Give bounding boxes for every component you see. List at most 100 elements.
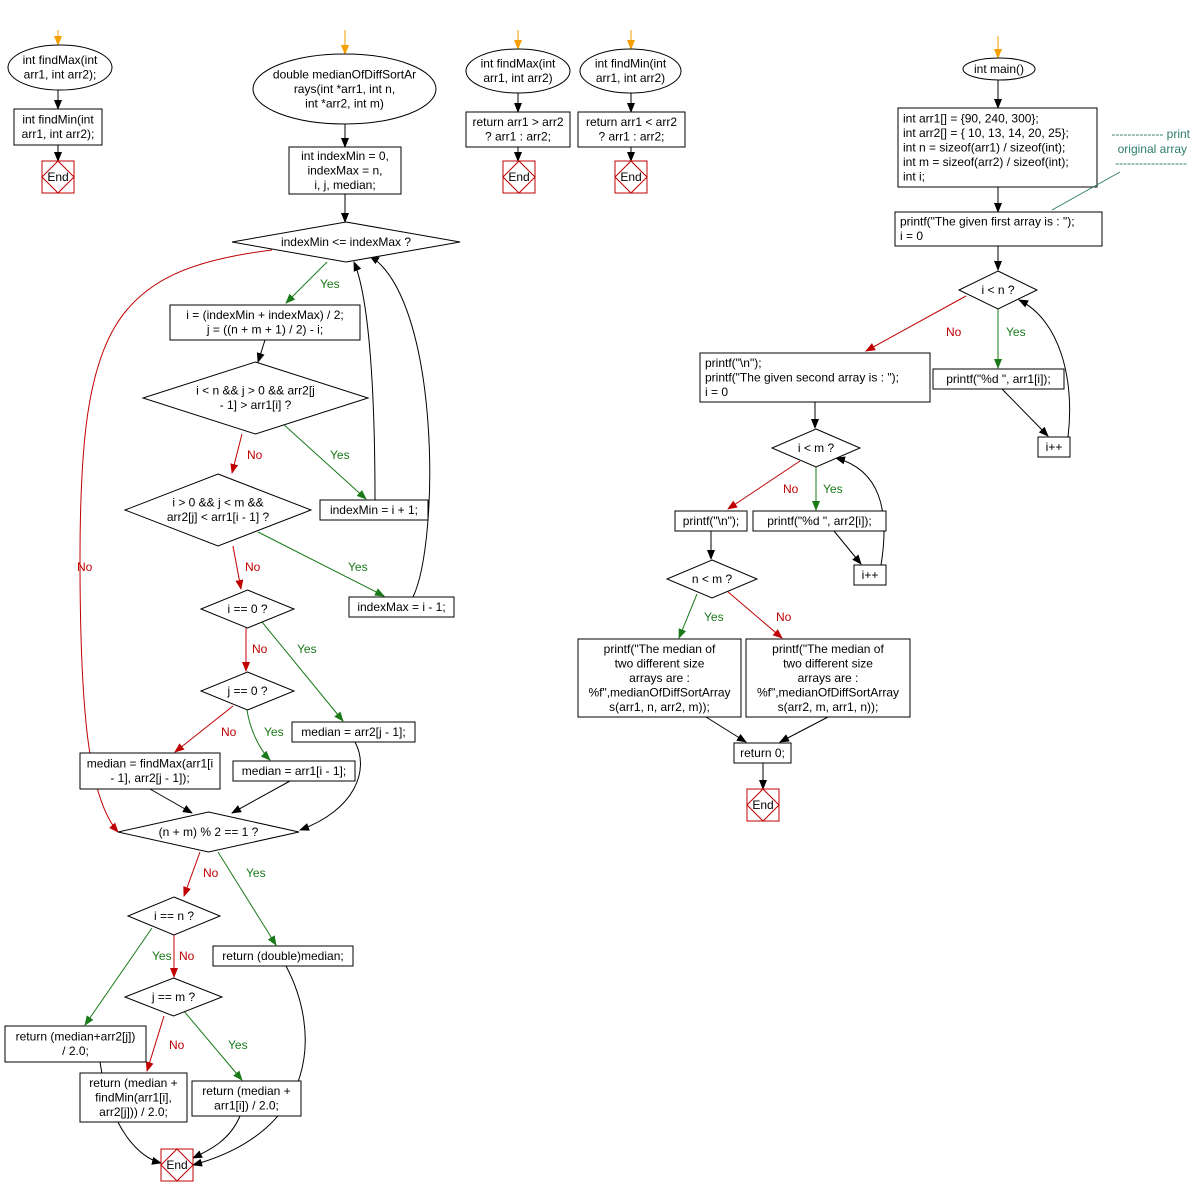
process-box [4, 1025, 147, 1063]
node-text: rays(int *arr1, int n, [294, 82, 395, 96]
start-terminal [962, 57, 1036, 81]
node-med-init: int indexMin = 0,indexMax = n,i, j, medi… [288, 146, 402, 195]
node-med-mi: median = arr1[i - 1]; [232, 760, 356, 782]
node-text: int *arr2, int m) [305, 96, 384, 110]
no-label: No [179, 949, 195, 963]
node-med-c1: i < n && j > 0 && arr2[j- 1] > arr1[i] ? [141, 361, 370, 435]
end-terminal [41, 160, 75, 194]
node-med-i0: i == 0 ? [199, 589, 296, 629]
process-box [79, 1072, 188, 1123]
node-med-mj: median = arr2[j - 1]; [291, 721, 416, 743]
no-label: No [783, 482, 799, 496]
flow-edge [230, 433, 243, 474]
process-box [853, 564, 887, 586]
no-label: No [77, 560, 93, 574]
node-text: j = ((n + m + 1) / 2) - i; [206, 323, 323, 337]
flow-edge [369, 255, 431, 598]
node-text: arr2[j])) / 2.0; [99, 1105, 168, 1119]
node-text: findMin(arr1[i], [95, 1090, 172, 1104]
node-text: int indexMin = 0, [301, 149, 389, 163]
flow-edge [182, 1009, 243, 1081]
process-box [577, 111, 686, 148]
node-med-jm: j == m ? [123, 977, 224, 1017]
node-med-ret: return (double)median; [212, 945, 354, 967]
flow-edge [865, 295, 967, 352]
decision-diamond [141, 361, 370, 435]
no-label: No [247, 448, 263, 462]
flow-edge [285, 261, 328, 304]
node-text: j == 0 ? [226, 684, 267, 698]
process-box [674, 510, 748, 532]
node-text: arr1, int arr2) [596, 71, 665, 85]
node-text: int arr1[] = {90, 240, 300}; [903, 111, 1039, 125]
node-main-start: int main() [962, 57, 1036, 81]
node-text: return (median + [89, 1076, 177, 1090]
process-box [577, 638, 742, 718]
node-text: printf("The given first array is : "); [900, 215, 1075, 229]
process-box [288, 146, 402, 195]
no-label: No [252, 642, 268, 656]
node-text: i == 0 ? [227, 602, 267, 616]
node-text: median = arr1[i - 1]; [242, 764, 346, 778]
node-text: int findMax(int [23, 53, 98, 67]
node-med-c2: i > 0 && j < m &&arr2[j] < arr1[i - 1] ? [123, 473, 313, 547]
node-text: End [166, 1158, 187, 1172]
flow-edge [246, 709, 271, 761]
node-med-r1: return (median+arr2[j])/ 2.0; [4, 1025, 147, 1063]
decision-diamond [126, 896, 222, 936]
node-fmax2-end: End [502, 160, 536, 194]
node-main-p1: printf("The given first array is : ");i … [894, 211, 1103, 247]
node-text: printf("The median of [604, 642, 716, 656]
start-terminal [579, 48, 682, 94]
flow-edge [835, 456, 885, 566]
node-med-imax: indexMax = i - 1; [348, 596, 455, 618]
node-text: ? arr1 : arr2; [598, 130, 664, 144]
node-text: %f",medianOfDiffSortArray [757, 685, 899, 699]
node-text: indexMin = i + 1; [330, 503, 418, 517]
decision-diamond [123, 473, 313, 547]
node-text: arr1, int arr2); [22, 127, 95, 141]
node-fmax1-end: End [41, 160, 75, 194]
end-terminal-diamond [746, 788, 780, 822]
flow-edge [145, 1015, 165, 1072]
flow-edge [232, 545, 244, 590]
node-text: return arr1 > arr2 [472, 115, 563, 129]
yes-label: Yes [704, 610, 724, 624]
node-text: arrays are : [798, 671, 859, 685]
node-text: int findMin(int [22, 113, 94, 127]
node-text: double medianOfDiffSortAr [273, 67, 416, 81]
node-text: i < n && j > 0 && arr2[j [196, 384, 315, 398]
decision-diamond [199, 589, 296, 629]
node-main-ret: return 0; [733, 742, 792, 764]
node-text: End [752, 798, 773, 812]
no-label: No [946, 325, 962, 339]
process-box [1037, 436, 1071, 458]
flow-edge [217, 851, 277, 946]
node-text: indexMax = i - 1; [357, 600, 445, 614]
start-terminal [252, 53, 437, 125]
node-text: printf("\n"); [705, 356, 762, 370]
end-terminal-diamond [502, 160, 536, 194]
process-box [733, 742, 792, 764]
flow-edge [192, 1115, 241, 1159]
node-text: arr2[j] < arr1[i - 1] ? [167, 510, 270, 524]
yes-label: Yes [1006, 325, 1026, 339]
start-terminal [465, 48, 571, 94]
no-label: No [245, 560, 261, 574]
node-text: int findMin(int [595, 57, 667, 71]
node-text: - 1] > arr1[i] ? [220, 398, 292, 412]
node-med-in: i == n ? [126, 896, 222, 936]
node-text: printf("The median of [772, 642, 884, 656]
node-text: i++ [1046, 440, 1063, 454]
process-box [169, 304, 361, 341]
node-text: arrays are : [629, 671, 690, 685]
process-box [894, 211, 1103, 247]
node-med-calc: i = (indexMin + indexMax) / 2;j = ((n + … [169, 304, 361, 341]
flow-edge [353, 261, 376, 501]
decision-diamond [957, 270, 1039, 310]
